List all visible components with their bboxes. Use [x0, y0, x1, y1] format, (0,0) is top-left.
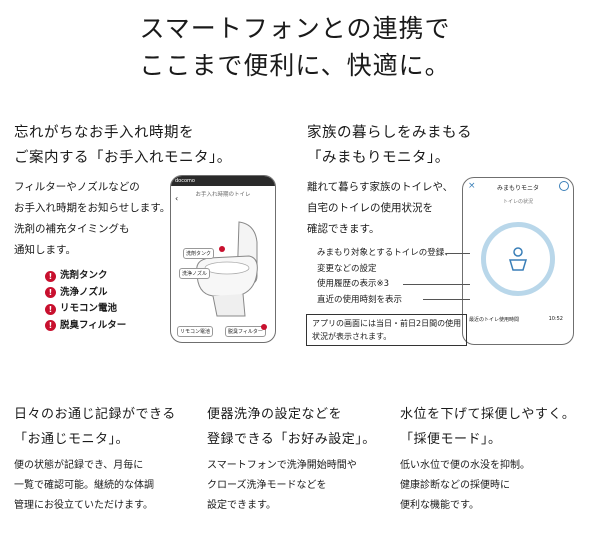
care-alert-list: ! 洗剤タンク ! 洗浄ノズル ! リモコン電池 ! 脱臭フィルター — [45, 268, 126, 334]
preference-body-line: スマートフォンで洗浄開始時間や — [207, 460, 357, 471]
alert-label: リモコン電池 — [60, 303, 118, 314]
toilet-person-icon — [508, 247, 528, 271]
watch-monitor-body: 離れて暮らす家族のトイレや、 自宅のトイレの使用状況を 確認できます。 — [307, 177, 453, 240]
record-body-line: 便の状態が記録でき、月毎に — [14, 460, 144, 471]
watch-phone-mockup: × みまもりモニタ トイレの状況 最近のトイレ使用時間 10:52 — [462, 177, 574, 345]
care-body-line: お手入れ時期をお知らせします。 — [14, 202, 171, 214]
tag-wash-nozzle[interactable]: 洗浄ノズル — [179, 268, 211, 279]
phone-status-bar: docomo — [171, 176, 275, 186]
preference-heading-line-1: 便器洗浄の設定などを — [207, 407, 343, 422]
alert-label: 洗剤タンク — [60, 270, 108, 281]
back-chevron-icon[interactable]: ‹ — [175, 194, 179, 203]
record-heading-line-2: 「お通じモニタ」。 — [14, 432, 130, 447]
tag-detergent-tank[interactable]: 洗剤タンク — [183, 248, 215, 259]
hero-line-1: スマートフォンとの連携で — [139, 14, 451, 43]
sampling-heading-line-2: 「採便モード」。 — [400, 432, 502, 447]
usage-gauge-ring — [481, 222, 555, 296]
alert-item: ! 脱臭フィルター — [45, 318, 126, 335]
sampling-mode-heading: 水位を下げて採便しやすく。 「採便モード」。 — [400, 402, 575, 452]
record-heading-line-1: 日々のお通じ記録ができる — [14, 407, 176, 422]
watch-sub-title: トイレの状況 — [502, 199, 533, 205]
callout-leader-line — [446, 253, 470, 254]
watch-heading-line-2: 「みまもりモニタ」。 — [307, 150, 450, 166]
alert-dot-icon — [261, 324, 267, 330]
toilet-illustration-icon — [196, 221, 258, 317]
close-icon[interactable]: × — [468, 181, 476, 191]
callout-label: 変更などの設定 — [317, 263, 377, 274]
alert-item: ! 洗浄ノズル — [45, 285, 126, 302]
sampling-heading-line-1: 水位を下げて採便しやすく。 — [400, 407, 576, 422]
sampling-body-line: 低い水位で便の水没を抑制。 — [400, 460, 530, 471]
settings-gear-icon[interactable] — [559, 181, 569, 191]
last-use-time: 10:52 — [548, 316, 563, 322]
care-monitor-body: フィルターやノズルなどの お手入れ時期をお知らせします。 洗剤の補充タイミングも… — [14, 177, 170, 261]
preference-body: スマートフォンで洗浄開始時間や クローズ洗浄モードなどを 設定できます。 — [207, 456, 357, 516]
exclamation-icon: ! — [45, 320, 56, 332]
callout-leader-line — [423, 299, 470, 300]
watch-body-line: 離れて暮らす家族のトイレや、 — [307, 181, 454, 193]
tag-remote-battery[interactable]: リモコン電池 — [177, 326, 214, 337]
preference-body-line: 設定できます。 — [207, 500, 276, 511]
alert-dot-icon — [219, 246, 225, 252]
care-body-line: 通知します。 — [14, 244, 76, 256]
note-line: アプリの画面には当日・前日2日間の使用 — [312, 319, 462, 328]
record-body-line: 管理にお役立ていただけます。 — [14, 500, 153, 511]
callout-leader-line — [403, 284, 470, 285]
callout-label: みまもり対象とするトイレの登録、 — [317, 248, 453, 258]
watch-body-line: 自宅のトイレの使用状況を — [307, 202, 433, 214]
hero-title: スマートフォンとの連携で ここまで便利に、快適に。 — [0, 10, 590, 84]
watch-monitor-heading: 家族の暮らしをみまもる 「みまもりモニタ」。 — [307, 121, 472, 171]
watch-screen-title: みまもりモニタ — [496, 185, 539, 192]
alert-label: 脱臭フィルター — [60, 319, 127, 331]
sampling-mode-body: 低い水位で便の水没を抑制。 健康診断などの採便時に 便利な機能です。 — [400, 456, 530, 516]
watch-note-box: アプリの画面には当日・前日2日間の使用 状況が表示されます。 — [306, 314, 468, 346]
alert-item: ! リモコン電池 — [45, 301, 126, 318]
record-monitor-heading: 日々のお通じ記録ができる 「お通じモニタ」。 — [14, 402, 176, 452]
care-heading-line-1: 忘れがちなお手入れ時期を — [14, 125, 194, 141]
care-body-line: フィルターやノズルなどの — [14, 181, 140, 193]
record-body-line: 一覧で確認可能。継続的な体調 — [14, 480, 154, 491]
preference-body-line: クローズ洗浄モードなどを — [207, 480, 327, 491]
watch-callouts: みまもり対象とするトイレの登録、 変更などの設定 使用履歴の表示※3 直近の使用… — [317, 246, 453, 308]
callout-label: 使用履歴の表示※3 — [317, 279, 390, 289]
phone-screen-title: お手入れ時期のトイレ — [195, 192, 251, 198]
care-phone-mockup: docomo ‹ お手入れ時期のトイレ 洗剤タンク 洗浄ノズル リモコン電池 脱… — [170, 175, 276, 343]
alert-item: ! 洗剤タンク — [45, 268, 126, 285]
preference-heading: 便器洗浄の設定などを 登録できる「お好み設定」。 — [207, 402, 376, 452]
callout-label: 直近の使用時刻を表示 — [317, 294, 403, 305]
record-monitor-body: 便の状態が記録でき、月毎に 一覧で確認可能。継続的な体調 管理にお役立ていただけ… — [14, 456, 154, 516]
tag-deodorant-filter[interactable]: 脱臭フィルター — [225, 326, 266, 337]
exclamation-icon: ! — [45, 270, 56, 282]
hero-line-2: ここまで便利に、快適に。 — [139, 51, 451, 80]
preference-heading-line-2: 登録できる「お好み設定」。 — [207, 432, 376, 447]
last-use-label: 最近のトイレ使用時間 — [469, 317, 520, 323]
care-monitor-heading: 忘れがちなお手入れ時期を ご案内する「お手入れモニタ」。 — [14, 121, 232, 171]
sampling-body-line: 健康診断などの採便時に — [400, 480, 510, 491]
note-line: 状況が表示されます。 — [312, 332, 392, 341]
watch-body-line: 確認できます。 — [307, 223, 380, 235]
exclamation-icon: ! — [45, 287, 56, 299]
sampling-body-line: 便利な機能です。 — [400, 500, 479, 511]
watch-heading-line-1: 家族の暮らしをみまもる — [307, 125, 472, 141]
alert-label: 洗浄ノズル — [60, 286, 108, 298]
care-body-line: 洗剤の補充タイミングも — [14, 223, 130, 235]
exclamation-icon: ! — [45, 303, 56, 315]
care-heading-line-2: ご案内する「お手入れモニタ」。 — [14, 150, 232, 166]
